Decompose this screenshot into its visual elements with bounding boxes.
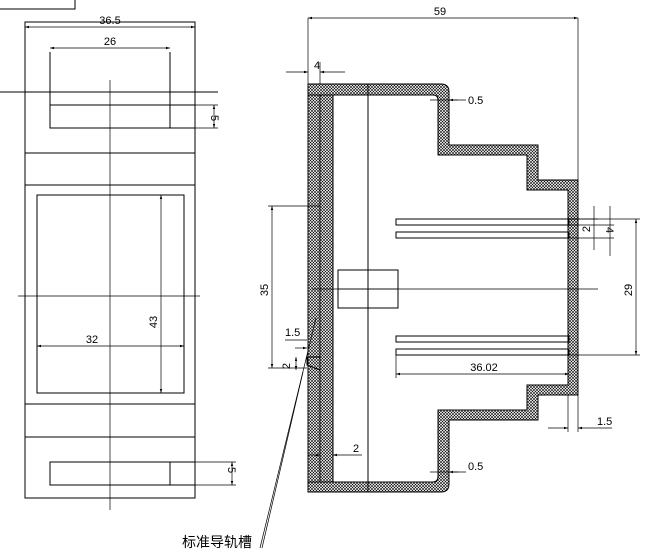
pin-upper-2 — [395, 231, 570, 239]
dim-wall-top: 4 — [314, 60, 320, 72]
title-box-edge — [0, 0, 76, 10]
dim-pin-span: 29 — [623, 284, 635, 296]
dim-slot-height-bottom: 5 — [225, 467, 237, 473]
dim-rail-groove-width: 1.5 — [285, 327, 300, 339]
dim-pin-length: 36.02 — [470, 362, 498, 374]
top-slot — [49, 104, 196, 129]
section-view: 59 4 0.5 35 1.5 2 2 4 29 — [182, 6, 640, 551]
pin-lower-2 — [395, 348, 570, 356]
dim-fillet-bottom: 0.5 — [468, 461, 483, 473]
dim-total-depth: 59 — [434, 6, 446, 18]
pin-lower-1 — [395, 335, 570, 343]
front-view: 36.5 26 5 32 43 5 — [0, 0, 237, 510]
dim-rail-groove-depth: 2 — [281, 363, 293, 369]
dim-total-width: 36.5 — [99, 15, 120, 27]
annotation-leader — [261, 371, 304, 549]
rail-groove-note: 标准导轨槽 — [182, 535, 252, 551]
dim-back-wall: 1.5 — [597, 416, 612, 428]
dim-window-width: 32 — [86, 334, 98, 346]
dim-window-height: 43 — [148, 316, 160, 328]
dim-top-width: 26 — [104, 36, 116, 48]
rail-groove — [306, 356, 321, 371]
dim-pin-pitch: 4 — [603, 227, 615, 233]
dim-base-thickness: 2 — [353, 443, 359, 455]
housing-section — [307, 83, 579, 493]
pin-upper-1 — [395, 218, 570, 226]
dim-rail-offset: 35 — [259, 284, 271, 296]
dim-fillet-top: 0.5 — [468, 95, 483, 107]
annotation-leader — [259, 317, 317, 549]
dim-pin-gap: 2 — [581, 226, 593, 232]
left-wall — [319, 94, 334, 483]
bottom-slot — [49, 461, 196, 486]
dim-slot-height-top: 5 — [208, 115, 220, 121]
main-window — [36, 194, 185, 394]
